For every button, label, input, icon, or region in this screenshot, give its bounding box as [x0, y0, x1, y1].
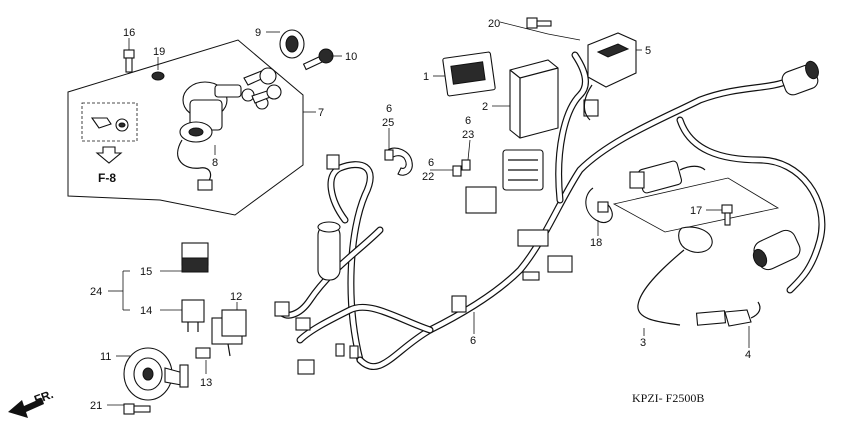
- callout-6-middle: 6: [465, 115, 471, 127]
- callout-9: 9: [255, 27, 261, 39]
- callout-8: 8: [212, 157, 218, 169]
- relay-15: [181, 242, 209, 273]
- callout-18: 18: [590, 237, 602, 249]
- callout-5: 5: [645, 45, 651, 57]
- fuse-clip-23: [461, 159, 471, 171]
- callout-4: 4: [745, 349, 751, 361]
- key-cylinder-cap: [279, 29, 305, 59]
- connector-4: [695, 301, 761, 327]
- harness-clamp-25: [384, 147, 413, 176]
- sensor-3: [637, 226, 713, 326]
- bolt-20-icon: [526, 17, 552, 29]
- washer-icon: [151, 71, 165, 81]
- section-arrow-icon: [95, 146, 123, 164]
- harness-connector-block: [465, 149, 573, 281]
- callout-23: 23: [462, 129, 474, 141]
- callout-17: 17: [690, 205, 702, 217]
- control-unit-2: [509, 59, 559, 139]
- callout-11: 11: [100, 351, 111, 363]
- ignition-key-icon: [302, 48, 334, 71]
- bolt-icon: [123, 49, 135, 73]
- callout-3: 3: [640, 337, 646, 349]
- callout-12: 12: [230, 291, 242, 303]
- detail-inset-box: [81, 102, 138, 142]
- callout-19: 19: [153, 46, 165, 58]
- front-direction-arrow-icon: [8, 398, 44, 418]
- callout-10: 10: [345, 51, 357, 63]
- relay-14: [181, 299, 205, 332]
- main-wire-harness: [274, 51, 826, 375]
- callout-1: 1: [423, 71, 429, 83]
- ignition-coil: [629, 160, 706, 194]
- coil-body: [752, 229, 801, 271]
- harness-clip-18: [585, 187, 613, 223]
- relay-12: [211, 309, 247, 357]
- fuse-clip-22: [452, 165, 462, 177]
- bolt-17-icon: [721, 204, 733, 226]
- callout-7: 7: [318, 107, 324, 119]
- cover-1: [442, 51, 496, 97]
- callout-box-17: [612, 177, 780, 233]
- callout-14: 14: [140, 305, 152, 317]
- callout-6-lower: 6: [470, 335, 476, 347]
- ignition-keys-icon: [243, 67, 282, 104]
- callout-16: 16: [123, 27, 135, 39]
- ignition-group-outline: [67, 39, 304, 216]
- callout-24: 24: [90, 286, 102, 298]
- callout-2: 2: [482, 101, 488, 113]
- horn-icon: [123, 347, 189, 401]
- fuse-13: [195, 347, 211, 359]
- leader-lines: [107, 21, 750, 406]
- callout-13: 13: [200, 377, 212, 389]
- callout-15: 15: [140, 266, 152, 278]
- callout-22: 22: [422, 171, 434, 183]
- callout-25: 25: [382, 117, 394, 129]
- callout-labels: 16 19 9 10 7 8 20 5 1 2 6 25 6 23 6 22 1…: [90, 18, 751, 412]
- callout-20: 20: [488, 18, 500, 30]
- section-ref-label: F-8: [98, 171, 116, 185]
- ignition-switch-body: [177, 81, 269, 191]
- spark-plug-cap: [781, 60, 819, 96]
- drawing-code: KPZI- F2500B: [632, 391, 704, 405]
- ignition-switch-assembly: [67, 39, 304, 216]
- regulator-rectifier-5: [583, 32, 637, 121]
- callout-21: 21: [90, 400, 102, 412]
- horn-bolt-icon: [123, 403, 151, 415]
- callout-6-upper: 6: [386, 103, 392, 115]
- direction-label: FR.: [32, 387, 55, 407]
- callout-6-left: 6: [428, 157, 434, 169]
